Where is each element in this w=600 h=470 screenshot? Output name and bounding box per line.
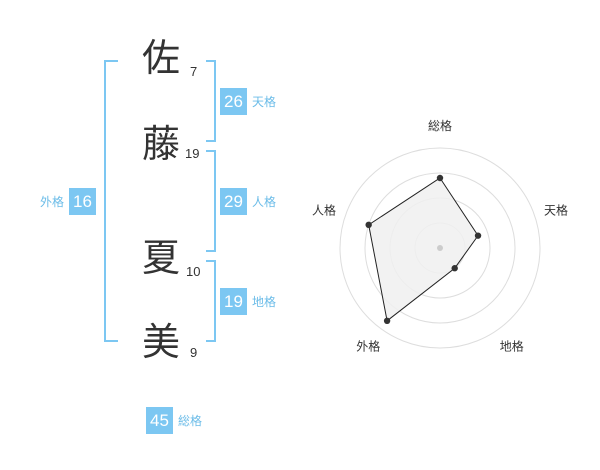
- name-char-2: 藤: [142, 122, 181, 166]
- radar-area: [368, 177, 479, 322]
- jinkaku-label: 人格: [252, 195, 277, 209]
- gaikaku-label: 外格: [40, 195, 65, 209]
- name-char-3: 夏: [142, 236, 181, 280]
- stroke-count-3: 10: [186, 264, 201, 279]
- name-char-4: 美: [142, 320, 181, 364]
- tenkaku-badge: 26 天格: [220, 88, 276, 115]
- stroke-count-4: 9: [190, 345, 198, 360]
- soukaku-value: 45: [146, 407, 173, 434]
- radar-axis-label-2: 天格: [544, 202, 568, 217]
- soukaku-label: 総格: [178, 414, 203, 428]
- tenkaku-value: 26: [220, 88, 247, 115]
- radar-axis-label-4: 外格: [356, 339, 380, 354]
- radar-point-3: [451, 265, 458, 272]
- radar-ring-4: [339, 147, 541, 349]
- radar-point-5: [365, 221, 372, 229]
- radar-axis-label-1: 総格: [428, 118, 452, 133]
- radar-axis-label-3: 地格: [500, 339, 524, 354]
- gaikaku-badge: 外格 16: [40, 188, 97, 215]
- chikaku-label: 地格: [252, 295, 277, 309]
- chikaku-badge: 19 地格: [220, 288, 276, 315]
- radar-point-4: [383, 317, 391, 325]
- chikaku-bracket: [206, 260, 216, 342]
- radar-point-2: [474, 232, 482, 239]
- radar-point-1: [436, 174, 444, 182]
- tenkaku-bracket: [206, 60, 216, 142]
- jinkaku-value: 29: [220, 188, 247, 215]
- gaikaku-bracket: [104, 60, 118, 342]
- radar-center: [437, 245, 443, 251]
- chikaku-value: 19: [220, 288, 247, 315]
- gaikaku-value: 16: [69, 188, 97, 215]
- jinkaku-badge: 29 人格: [220, 188, 276, 215]
- soukaku-badge: 45 総格: [146, 407, 202, 434]
- radar-ring-3: [364, 172, 516, 324]
- name-char-1: 佐: [142, 36, 181, 80]
- radar-axis-label-5: 人格: [312, 202, 336, 217]
- jinkaku-bracket: [206, 150, 216, 252]
- stroke-count-1: 7: [190, 64, 198, 79]
- tenkaku-label: 天格: [252, 95, 277, 109]
- stroke-count-2: 19: [185, 146, 200, 161]
